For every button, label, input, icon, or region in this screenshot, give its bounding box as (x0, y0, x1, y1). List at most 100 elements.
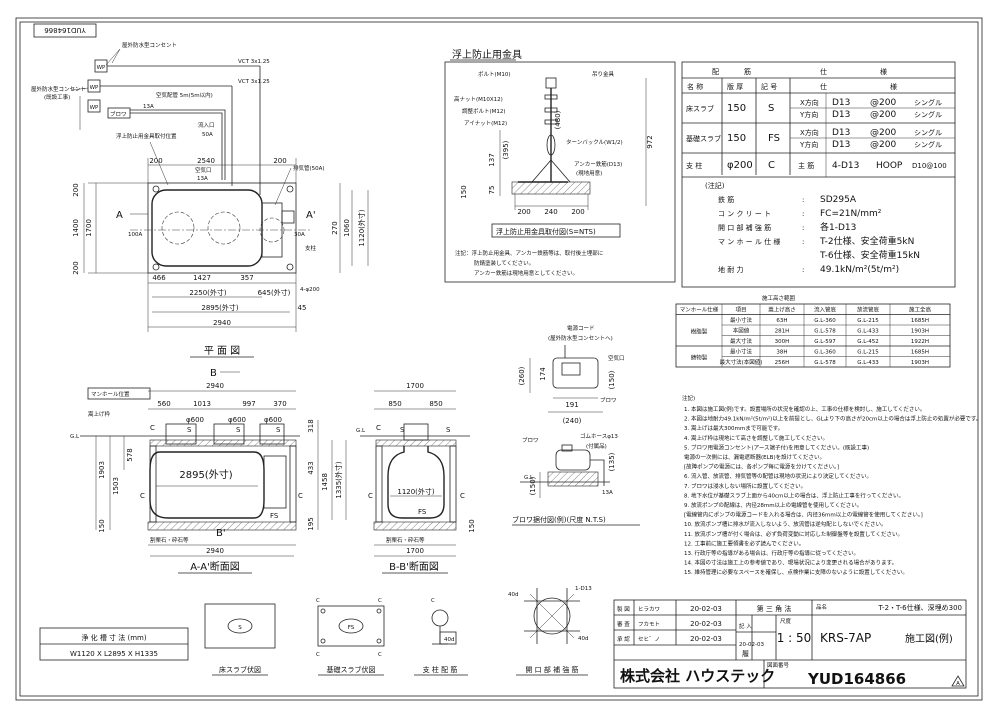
depth-table: 施工高さ範囲 マンホール仕様項目嵩上げ高さ流入管底放流管底施工全高樹脂製最小寸法… (675, 294, 951, 368)
rebar-note-val: T-2仕様、安全荷重5kN (819, 235, 914, 247)
dim-45: 45 (298, 304, 307, 312)
dim-200c: 200 (72, 183, 80, 196)
note-line: 3. 嵩上げは最大300mmまで可能です。 (684, 424, 783, 432)
section-bb: 1700 850 850 C S S G.L C C 1120(外寸) FS 割… (356, 382, 476, 574)
anchor-nut-high: 高ナット(M10X12) (454, 95, 503, 103)
bb-gl: G.L (356, 428, 366, 434)
floor-slab-mark: S (238, 625, 242, 631)
general-notes: 注記) 1. 本図は施工図(例)です。設置場所の状況を確認の上、工事の仕様を検討… (682, 394, 981, 576)
note-line: 15. 維持管理に必要なスペースを確保し、点検作業に支障のないように設置してくだ… (684, 568, 908, 576)
depth-group: 樹脂製 (691, 327, 708, 335)
aa-phi600-3: φ600 (264, 416, 282, 424)
power-blower-2: ブロワ (522, 436, 539, 444)
depth-cell: 本図値 (733, 327, 750, 335)
tb-name-label: 品名 (816, 603, 827, 611)
rebar-cell: Y方向 (799, 140, 818, 149)
rebar-row-thick: 150 (727, 103, 746, 114)
aa-dim-997: 997 (242, 400, 255, 408)
tb-person: ヒラカワ (638, 606, 660, 613)
depth-cell: 256H (775, 360, 790, 366)
anchor-note-3: アンカー鉄筋は現地用意としてください。 (474, 269, 578, 277)
rebar-row-sym: C (768, 160, 775, 171)
size-box-value: W1120 X L2895 X H1335 (70, 650, 158, 658)
dim-200d: 200 (72, 261, 80, 274)
inflow-size: 50A (202, 132, 213, 138)
base-slab-c4: C (378, 652, 382, 658)
aa-crush: 割栗石・砕石等 (150, 536, 189, 544)
plan-slab (147, 182, 297, 274)
anchor-note-2: 防錆塗装してください。 (474, 259, 534, 267)
note-line: 9. 放流ポンプの配線は、内径28mm以上の電線管を使用してください。 (684, 501, 862, 509)
depth-header: 施工全高 (909, 306, 932, 314)
power-dim-135: (135) (608, 452, 616, 471)
wp-label-3: WP (90, 105, 99, 111)
rebar-note-val: SD295A (820, 195, 857, 205)
section-mark-a: A (116, 210, 123, 221)
power-dim-174: 174 (539, 367, 547, 381)
dim-1060: 1060 (343, 219, 351, 237)
air-inlet-label: 空気口 (195, 166, 212, 174)
anchor-dim-75: 75 (488, 186, 496, 195)
rebar-h-thick: 版 厚 (727, 82, 743, 91)
anchor-turnbuckle: ターンバックル(W1/2) (566, 138, 623, 146)
depth-header: 嵩上げ高さ (768, 306, 796, 314)
dim-2250: 2250(外寸) (189, 288, 227, 297)
section-mark-a2: A' (306, 210, 316, 221)
power-13a: 13A (602, 490, 613, 496)
outlet-label-1: 屋外防水型コンセント (122, 41, 177, 49)
note-line: 6. 流入管、放流管、排気管等の配管は現地の状況により決定してください。 (684, 472, 872, 480)
rebar-note-colon: : (802, 238, 804, 246)
depth-cell: 300H (775, 339, 790, 345)
aa-dim-433: 433 (307, 461, 315, 474)
rebar-note-key: 鉄 筋 (718, 195, 734, 204)
anchor-title: 浮上防止用金具 (452, 48, 522, 61)
notes-lines: 1. 本図は施工図(例)です。設置場所の状況を確認の上、工事の仕様を検討し、施工… (684, 405, 981, 576)
note-line: 12. 工事前に施工要領書を必ず読んでください。 (684, 539, 804, 547)
inner-border (19, 21, 979, 697)
aa-manhole: マンホール位置 (91, 390, 130, 398)
rebar-ht-3: 様 (880, 67, 887, 76)
aa-dim-560: 560 (157, 400, 170, 408)
dim-1120: 1120(外寸) (357, 209, 366, 247)
blower-label: ブロワ (110, 110, 127, 118)
depth-cell: 38H (776, 350, 787, 356)
rebar-note-key: マ ン ホ ー ル 仕 様 (718, 237, 780, 246)
plan-manhole-1 (161, 211, 195, 245)
anchor-dim-200b: 200 (571, 208, 584, 216)
rebar-note-colon: : (802, 196, 804, 204)
note-line: 7. ブロワは浸水しない場所に設置してください。 (684, 482, 806, 490)
bb-s2: S (446, 426, 451, 434)
rebar-h-spec1: 仕 (820, 82, 827, 91)
tb-kinyu-date: 20-02-03 (739, 642, 764, 648)
aa-title: A-A'断面図 (190, 560, 240, 573)
tb-person: セヒ゛ノ (638, 636, 660, 643)
opening-40d-a: 40d (508, 592, 519, 598)
tb-role: 審 査 (617, 620, 630, 628)
wp-outlet-1: WP (94, 59, 108, 73)
power-air: 空気口 (608, 354, 625, 362)
rebar-cell: D13 (832, 128, 850, 138)
anchor-dim-150: 150 (460, 185, 468, 198)
dim-357: 357 (240, 274, 253, 282)
rebar-cell: D10@100 (912, 162, 947, 170)
rebar-cell: Y方向 (799, 110, 818, 119)
dim-466: 466 (152, 274, 166, 282)
depth-cell: 1922H (911, 339, 929, 345)
depth-header: 流入管底 (814, 306, 837, 314)
wp-outlet-3: WP (87, 99, 101, 113)
power-hose: ゴムホースφ13 (580, 432, 618, 440)
depth-cell: G.L-578 (814, 360, 836, 366)
anchor-hook: 吊り金具 (592, 70, 615, 78)
bb-dim-1120: 1120(外寸) (397, 487, 435, 496)
bb-dim-1700: 1700 (406, 382, 424, 390)
rebar-cell: @200 (870, 98, 896, 108)
aa-s3: S (276, 426, 281, 434)
rebar-cell: シングル (914, 128, 942, 137)
rebar-note-val: T-6仕様、安全荷重15kN (819, 249, 920, 261)
rebar-note-val: 49.1kN/m²(5t/m²) (820, 265, 899, 275)
tb-model: KRS-7AP (820, 631, 871, 645)
aa-dim-1013: 1013 (193, 400, 211, 408)
anchor-note-1: 注記：浮上防止用金具、アンカー鉄筋等は、取付後土埋部に (455, 249, 603, 257)
